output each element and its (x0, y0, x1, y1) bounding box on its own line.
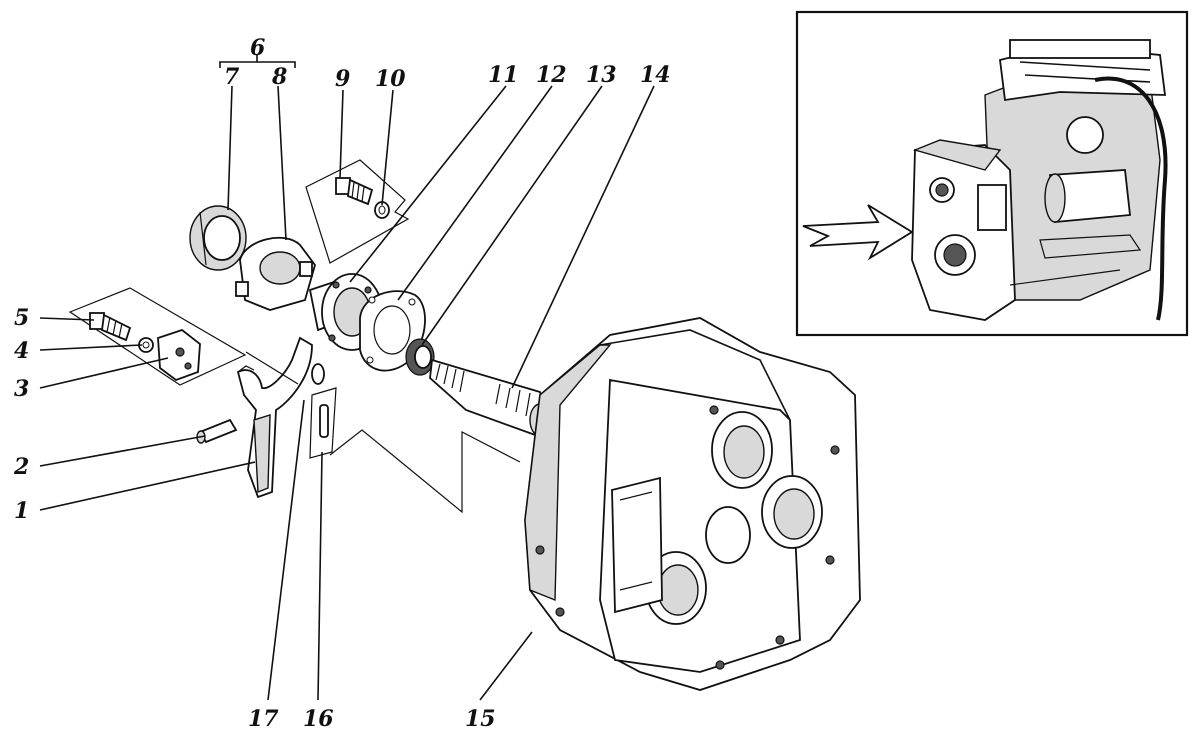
part-14-shaft (429, 358, 551, 438)
part-13-seal (405, 338, 435, 376)
part-1-fork (236, 336, 313, 499)
callout-16: 16 (303, 706, 334, 732)
callout-2: 2 (13, 454, 29, 480)
leader-lines (39, 85, 655, 701)
part-15-housing (524, 317, 861, 691)
callout-12: 12 (536, 62, 567, 88)
callout-1: 1 (14, 498, 29, 524)
callout-6: 6 (250, 35, 265, 61)
part-8-bearing (235, 236, 316, 311)
callout-14: 14 (640, 62, 671, 88)
front-housing (911, 144, 1016, 321)
callout-4: 4 (14, 338, 29, 364)
callout-9: 9 (335, 66, 350, 92)
callout-11: 11 (488, 62, 519, 88)
callout-3: 3 (14, 376, 29, 402)
callout-5: 5 (14, 305, 29, 331)
part-2-pin (196, 418, 238, 444)
assembly-path (329, 429, 521, 514)
part-7-seal (189, 205, 247, 271)
callout-17: 17 (248, 706, 279, 732)
group-box-3-4-5 (68, 287, 247, 386)
part-9-bolt (335, 177, 374, 206)
inset-arrow-icon (802, 204, 914, 261)
engine-inset (795, 10, 1189, 337)
part-5-bolt (89, 312, 132, 342)
part-16-key (309, 363, 337, 459)
callout-10: 10 (375, 66, 406, 92)
group-box-9-10 (305, 159, 410, 264)
callout-8: 8 (271, 64, 287, 90)
part-10-washer (374, 201, 390, 219)
part-3-block (157, 328, 201, 382)
bracket-6 (219, 55, 296, 68)
callout-13: 13 (586, 62, 617, 88)
callout-15: 15 (465, 706, 496, 732)
callout-7: 7 (224, 64, 240, 90)
assembly-line-fork (245, 351, 299, 385)
